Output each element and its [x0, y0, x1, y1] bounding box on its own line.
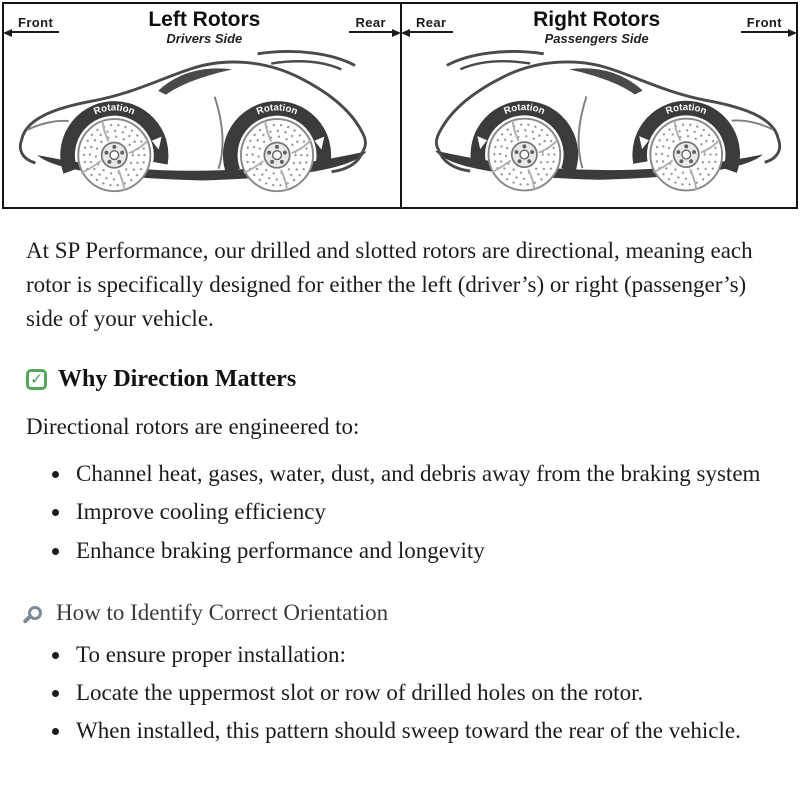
- intro-paragraph: At SP Performance, our drilled and slott…: [26, 237, 753, 331]
- left-rotors-panel: Front Left Rotors Drivers Side Rear Rota…: [2, 4, 401, 207]
- left-panel-header: Front Left Rotors Drivers Side Rear: [2, 8, 401, 47]
- panel-subtitle-text: Passengers Side: [544, 31, 649, 47]
- direction-benefits-list: Channel heat, gases, water, dust, and de…: [26, 457, 774, 567]
- rotation-label: Rotation: [255, 102, 299, 117]
- list-item: Improve cooling efficiency: [72, 495, 774, 529]
- magnifier-icon: [28, 605, 42, 620]
- panel-title-text: Left Rotors: [148, 8, 261, 31]
- front-direction-label: Front: [2, 14, 60, 37]
- identify-orientation-heading: How to Identify Correct Orientation: [26, 596, 774, 630]
- list-item: Enhance braking performance and longevit…: [72, 534, 774, 568]
- front-rotation-arrow: Rotation: [92, 102, 162, 150]
- svg-text:Rotation: Rotation: [92, 102, 136, 117]
- panel-title-text: Right Rotors: [533, 8, 661, 31]
- right-panel-header: Rear Right Rotors Passengers Side Front: [401, 8, 798, 47]
- page: Front Left Rotors Drivers Side Rear Rota…: [0, 2, 800, 768]
- list-item: Locate the uppermost slot or row of dril…: [72, 676, 774, 710]
- rear-rotation-arrow: Rotation: [255, 102, 325, 150]
- list-item: When installed, this pattern should swee…: [72, 714, 774, 748]
- front-rotor-icon: [649, 117, 724, 192]
- check-icon: ✓: [26, 369, 47, 391]
- heading-text: Why Direction Matters: [58, 365, 297, 392]
- svg-text:Rotation: Rotation: [502, 102, 546, 117]
- heading-text: How to Identify Correct Orientation: [56, 599, 389, 625]
- svg-text:Rotation: Rotation: [255, 102, 299, 117]
- rotor-direction-diagram: Front Left Rotors Drivers Side Rear Rota…: [2, 2, 798, 209]
- rear-rotor-icon: [487, 117, 562, 192]
- right-rotors-panel: Rear Right Rotors Passengers Side Front …: [400, 4, 798, 207]
- list-item: Channel heat, gases, water, dust, and de…: [72, 457, 774, 491]
- list-item: To ensure proper installation:: [72, 638, 774, 672]
- article: At SP Performance, our drilled and slott…: [0, 211, 800, 768]
- rotation-label: Rotation: [664, 102, 708, 117]
- rotation-label: Rotation: [92, 102, 136, 117]
- orientation-steps-list: To ensure proper installation: Locate th…: [26, 638, 774, 748]
- rear-direction-label: Rear: [349, 14, 401, 37]
- panel-subtitle-text: Drivers Side: [166, 31, 243, 47]
- svg-text:Rotation: Rotation: [664, 102, 708, 117]
- front-rotor-icon: [77, 117, 152, 193]
- direction-lead-paragraph: Directional rotors are engineered to:: [26, 414, 360, 440]
- why-direction-matters-heading: ✓ Why Direction Matters: [26, 362, 774, 398]
- right-panel-title: Right Rotors Passengers Side: [533, 8, 661, 47]
- left-car-illustration: Rotation Rotation: [12, 46, 392, 193]
- right-car-illustration: Rotation Rotation: [410, 46, 788, 192]
- rear-rotor-icon: [239, 117, 315, 193]
- car-body-icon: [20, 52, 366, 181]
- car-body-icon: [435, 52, 780, 180]
- rear-rotation-arrow: Rotation: [477, 102, 546, 150]
- front-rotation-arrow: Rotation: [639, 102, 708, 150]
- rotation-label: Rotation: [502, 102, 546, 117]
- left-panel-title: Left Rotors Drivers Side: [148, 8, 261, 47]
- front-direction-label: Front: [740, 14, 798, 37]
- rear-direction-label: Rear: [401, 14, 453, 37]
